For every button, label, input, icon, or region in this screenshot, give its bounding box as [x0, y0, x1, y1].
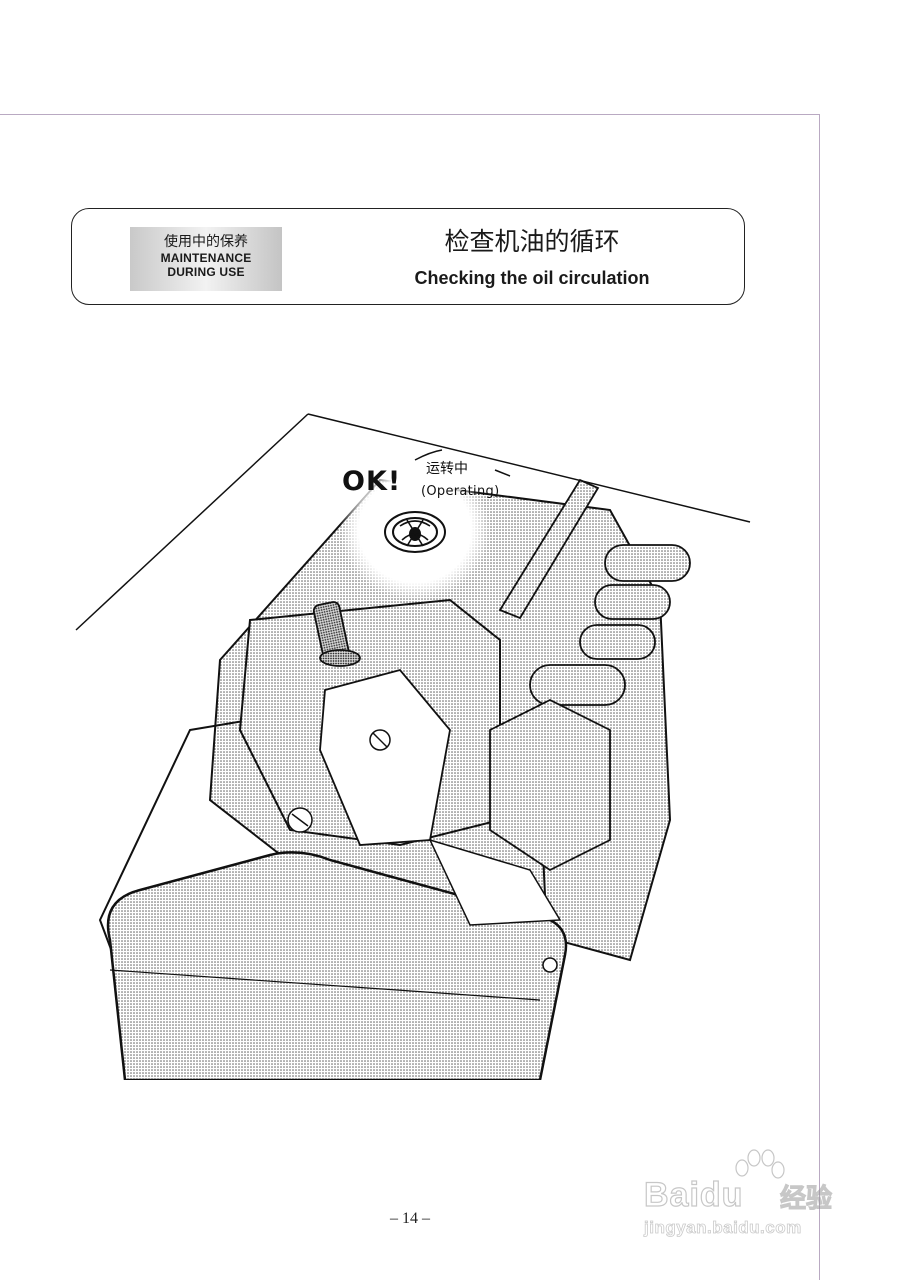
page-title-en: Checking the oil circulation: [414, 268, 650, 288]
operating-label-cn: 运转中: [426, 461, 468, 477]
baidu-watermark: Baidu 经验 jingyan.baidu.com: [640, 1148, 860, 1238]
section-badge: 使用中的保养 MAINTENANCE DURING USE: [130, 227, 282, 291]
operating-label-en: (Operating): [421, 484, 500, 499]
paw-print-icon: [735, 1149, 785, 1179]
page-title-cn: 检查机油的循环: [444, 227, 620, 256]
page-frame-top-border: [0, 114, 820, 115]
watermark-logo-cn: 经验: [779, 1184, 833, 1215]
ok-callout: OK!: [342, 466, 402, 497]
sewing-machine-illustration: [75, 413, 751, 1080]
badge-label-en-line1: MAINTENANCE: [160, 251, 252, 265]
watermark-logo-text: Baidu: [643, 1175, 744, 1214]
watermark-url: jingyan.baidu.com: [644, 1218, 802, 1238]
badge-label-cn: 使用中的保养: [164, 234, 248, 250]
badge-label-en-line2: DURING USE: [167, 265, 245, 279]
page-frame-right-border: [819, 114, 820, 1280]
page-number: – 14 –: [390, 1210, 430, 1227]
oil-sight-window-icon: [384, 511, 446, 553]
section-header: 使用中的保养 MAINTENANCE DURING USE 检查机油的循环 Ch…: [71, 208, 745, 305]
